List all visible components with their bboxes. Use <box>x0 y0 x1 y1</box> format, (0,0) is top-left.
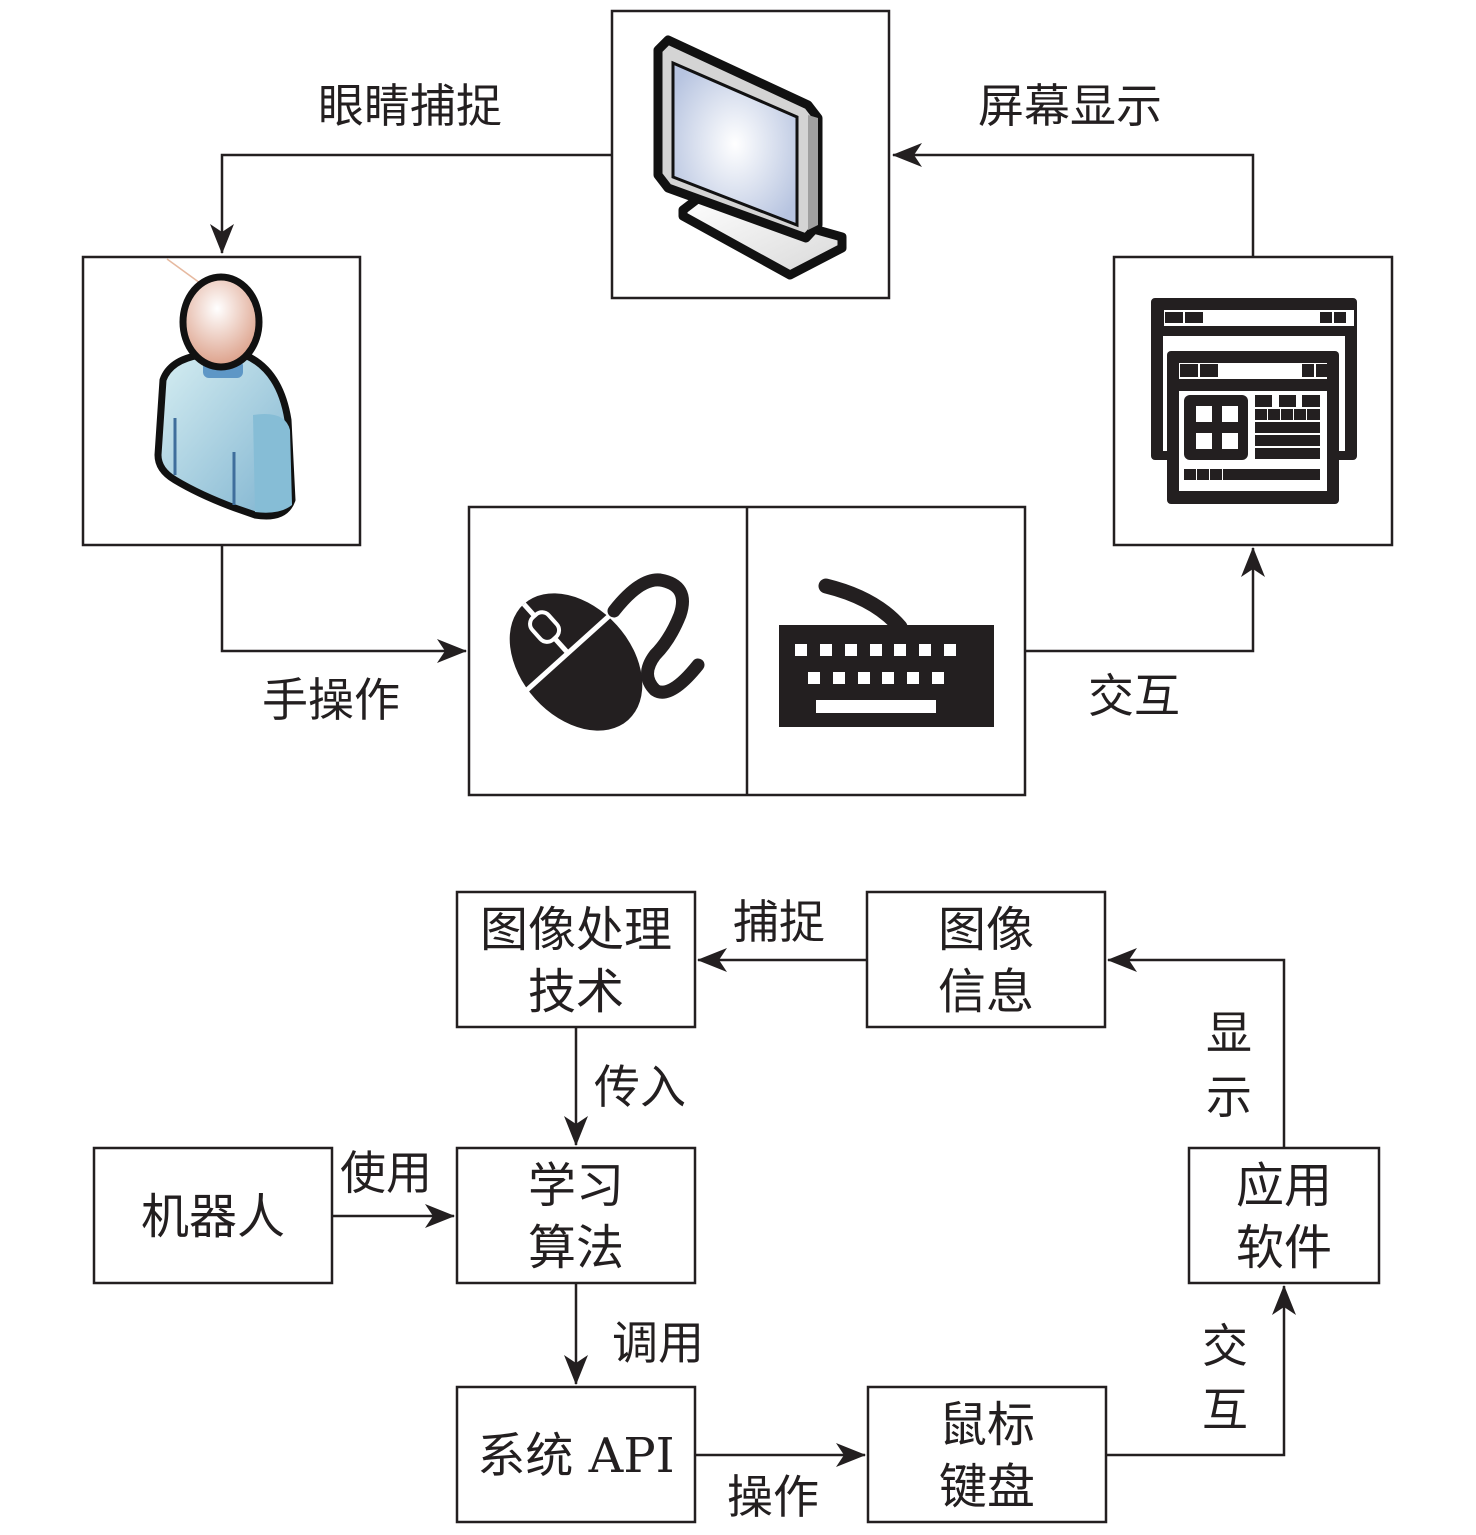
node-text-line: 算法 <box>527 1219 624 1276</box>
label-eye-capture: 眼睛捕捉 <box>318 79 502 133</box>
edge-interact <box>1106 1285 1296 1457</box>
label-transfer-in: 传入 <box>594 1060 686 1114</box>
node-robot: 机器人 <box>94 1150 332 1283</box>
keyboard-icon <box>779 578 994 727</box>
node-text-line: 机器人 <box>140 1188 285 1245</box>
user-node <box>81 255 362 547</box>
edge-eye-capture <box>210 153 612 254</box>
edge-interaction <box>1025 547 1265 653</box>
label-invoke: 调用 <box>612 1316 704 1370</box>
box-mouse-keyboard <box>866 1385 1108 1524</box>
box-system-api <box>455 1385 697 1524</box>
node-system-api: 系统 API <box>457 1389 695 1522</box>
edge-screen-display <box>892 143 1255 257</box>
label-char: 显 <box>1206 1006 1252 1060</box>
monitor-icon <box>653 35 847 280</box>
node-image-processing: 图像处理 技术 <box>457 894 695 1027</box>
label-operate: 操作 <box>727 1470 819 1524</box>
label-capture: 捕捉 <box>733 895 825 949</box>
label-use: 使用 <box>340 1146 432 1200</box>
label-char: 交 <box>1202 1319 1248 1373</box>
node-mouse-keyboard: 鼠标 键盘 <box>868 1389 1106 1522</box>
node-image-info: 图像 信息 <box>867 894 1105 1027</box>
node-text-line: 技术 <box>527 963 624 1020</box>
node-text-line: 信息 <box>937 963 1034 1020</box>
label-screen-display: 屏幕显示 <box>978 79 1162 133</box>
label-char: 示 <box>1206 1070 1252 1124</box>
mouse-icon <box>509 573 705 731</box>
node-text-line: 应用 <box>1235 1157 1332 1214</box>
monitor-node <box>610 9 891 300</box>
node-text-line: 学习 <box>527 1157 624 1214</box>
input-devices-node <box>467 505 1027 797</box>
node-learning-algorithm: 学习 算法 <box>457 1150 695 1283</box>
node-text-line: 图像 <box>937 901 1034 958</box>
box-robot <box>92 1146 334 1285</box>
application-node <box>1112 255 1394 547</box>
application-window-icon <box>1151 298 1357 504</box>
node-text-line: 软件 <box>1235 1219 1332 1276</box>
label-hand-operation: 手操作 <box>262 673 400 727</box>
node-text-line: 键盘 <box>938 1458 1035 1515</box>
edge-hand-operation <box>220 545 467 663</box>
label-interact: 交 互 <box>1200 1314 1250 1442</box>
node-text-line: 图像处理 <box>479 901 672 958</box>
box-image-processing <box>455 890 697 1029</box>
box-image-info <box>865 890 1107 1029</box>
node-text-line: 系统 API <box>477 1427 675 1484</box>
label-interaction: 交互 <box>1088 669 1180 723</box>
box-learning-algorithm <box>455 1146 697 1285</box>
label-char: 互 <box>1202 1383 1248 1437</box>
label-display: 显 示 <box>1204 1001 1254 1129</box>
user-icon <box>154 273 296 520</box>
edge-display <box>1107 948 1286 1148</box>
node-text-line: 鼠标 <box>938 1396 1035 1453</box>
node-app-software: 应用 软件 <box>1189 1150 1379 1283</box>
